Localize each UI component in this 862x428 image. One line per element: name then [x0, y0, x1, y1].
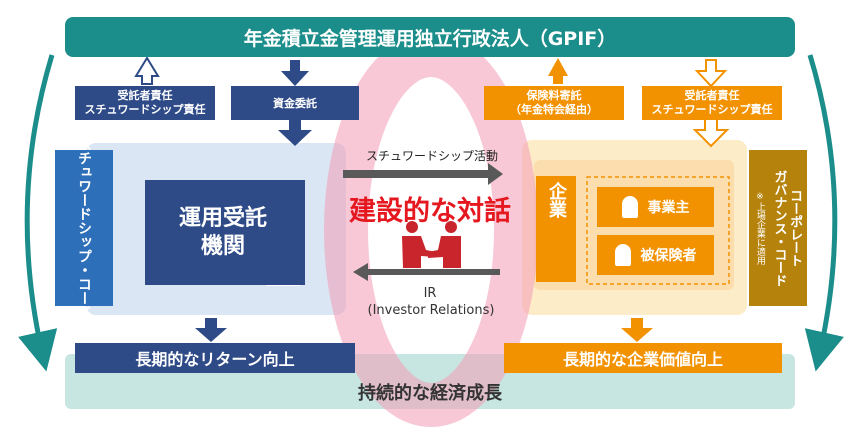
- stewardship-arrow: [343, 163, 503, 185]
- constructive-dialogue-label: 建設的な対話: [349, 195, 511, 227]
- right-curve-arrow: [804, 54, 844, 372]
- company-box: 企業: [536, 176, 576, 282]
- sustainable-growth-label: 持続的な経済成長: [358, 383, 502, 404]
- page-title: 年金積立金管理運用独立行政法人（GPIF）: [65, 17, 795, 57]
- trustee-down-arrow-right: [694, 59, 728, 88]
- investor-relations-label: (Investor Relations): [367, 302, 495, 318]
- trustee-responsibility-box-left: 受託者責任 スチュワードシップ責任: [75, 86, 215, 120]
- employer-box: 事業主: [597, 187, 714, 227]
- trustee-responsibility-box-right: 受託者責任 スチュワードシップ責任: [642, 86, 782, 120]
- right-outcome-arrow: [621, 318, 653, 342]
- stewardship-code-label: スチュワードシップ・コード: [76, 137, 92, 319]
- page-title-text: 年金積立金管理運用独立行政法人（GPIF）: [243, 27, 617, 50]
- left-outcome-arrow: [195, 318, 227, 342]
- governance-code-box: コーポレート ガバナンス・コード ※上場企業に適用: [749, 150, 807, 306]
- governance-code-label: コーポレート ガバナンス・コード: [771, 169, 803, 287]
- fund-entrustment-box: 資金委託: [231, 86, 359, 120]
- long-term-corporate-value-box: 長期的な企業価値向上: [504, 343, 782, 373]
- ir-label: IR: [423, 285, 437, 301]
- handshake-icon: [402, 221, 461, 268]
- insured-box: 被保険者: [597, 235, 714, 275]
- trustee-up-arrow-left: [134, 56, 160, 85]
- person-icon-employer: [621, 196, 638, 218]
- premium-up-arrow: [548, 58, 568, 84]
- fund-down-arrow-lower: [278, 118, 312, 146]
- governance-code-note: ※上場企業に適用: [754, 191, 765, 265]
- trustee-down-arrow-right-lower: [692, 118, 730, 148]
- person-icon-insured: [614, 244, 631, 266]
- asset-manager-box: 運用受託 機関: [145, 180, 305, 285]
- insured-label: 被保険者: [640, 248, 697, 264]
- stewardship-activity-label: スチュワードシップ活動: [365, 148, 498, 163]
- insurance-premium-box: 保険料寄託 （年金特会経由）: [484, 86, 624, 120]
- long-term-return-box: 長期的なリターン向上: [75, 343, 355, 373]
- company-label: 企業: [546, 182, 567, 218]
- ir-arrow: [353, 263, 500, 281]
- stakeholder-frame: [586, 176, 730, 285]
- stewardship-code-box: スチュワードシップ・コード: [55, 137, 113, 319]
- left-curve-arrow: [18, 54, 58, 372]
- fund-down-arrow: [281, 60, 309, 86]
- employer-label: 事業主: [647, 200, 690, 216]
